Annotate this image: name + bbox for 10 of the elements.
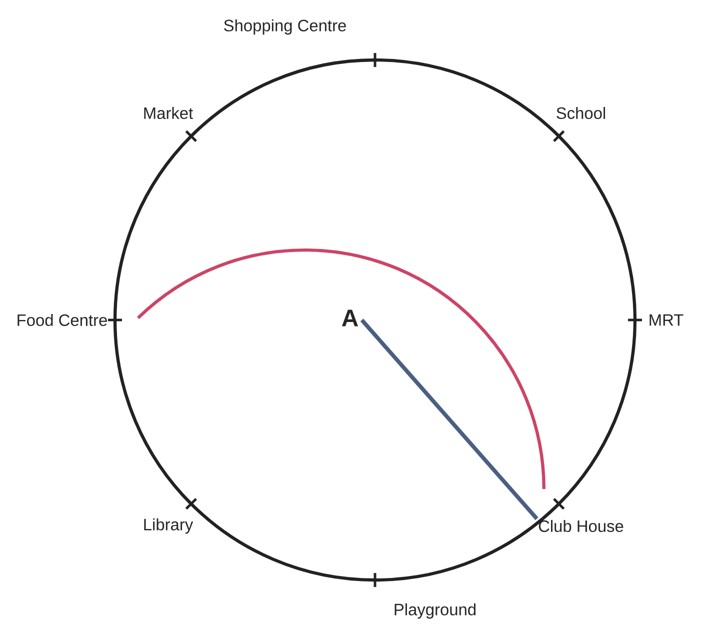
place-label: Food Centre xyxy=(18,314,107,326)
place-label: Playground xyxy=(394,603,476,619)
place-label: Club House xyxy=(538,520,624,532)
place-label: School xyxy=(556,106,606,120)
place-label: Library xyxy=(144,518,194,534)
place-label: Market xyxy=(144,106,193,120)
place-label: MRT xyxy=(650,314,684,326)
place-label: Shopping Centre xyxy=(224,19,346,35)
connector-line xyxy=(360,318,538,520)
point-label: A xyxy=(342,310,358,326)
